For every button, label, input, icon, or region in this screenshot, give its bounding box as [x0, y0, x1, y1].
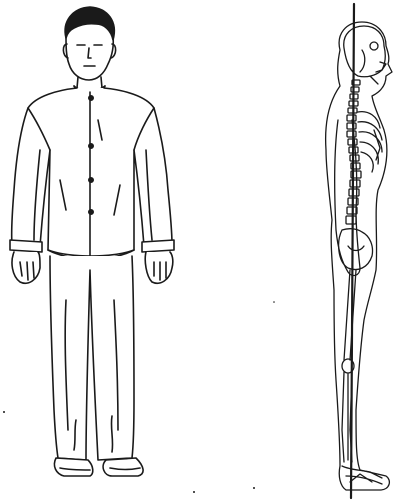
figure-jacket — [10, 86, 174, 259]
front-standing-figure — [10, 7, 174, 476]
figure-head — [63, 7, 115, 88]
figure-trousers — [50, 256, 134, 460]
side-skeleton-figure — [326, 4, 392, 498]
